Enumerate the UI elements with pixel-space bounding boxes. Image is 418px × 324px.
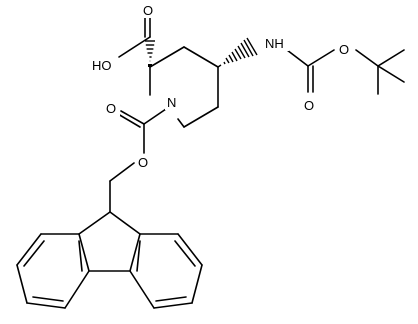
atom-n-ring: N [167, 95, 176, 110]
atom-labels: O HO NH O O N O O [91, 2, 353, 170]
boc-group [286, 49, 405, 95]
atom-o-fmoc-carbonyl: O [106, 101, 116, 116]
piperidine-ring [149, 46, 219, 128]
atom-o-boc-carbonyl: O [304, 98, 314, 113]
atom-o-carbonyl-acid: O [143, 3, 153, 18]
atom-nh-carbamate: NH [265, 36, 284, 51]
atom-o-fmoc-ester: O [138, 155, 148, 170]
atom-oh-acid: HO [92, 58, 112, 73]
fluorene-ring-system [16, 211, 203, 309]
carboxylic-acid-group [118, 15, 151, 58]
stereo-bond-amino [217, 37, 258, 68]
atom-o-boc-ester: O [339, 42, 349, 57]
fmoc-linker [109, 108, 167, 213]
stereo-bond-carboxyl [145, 40, 155, 67]
